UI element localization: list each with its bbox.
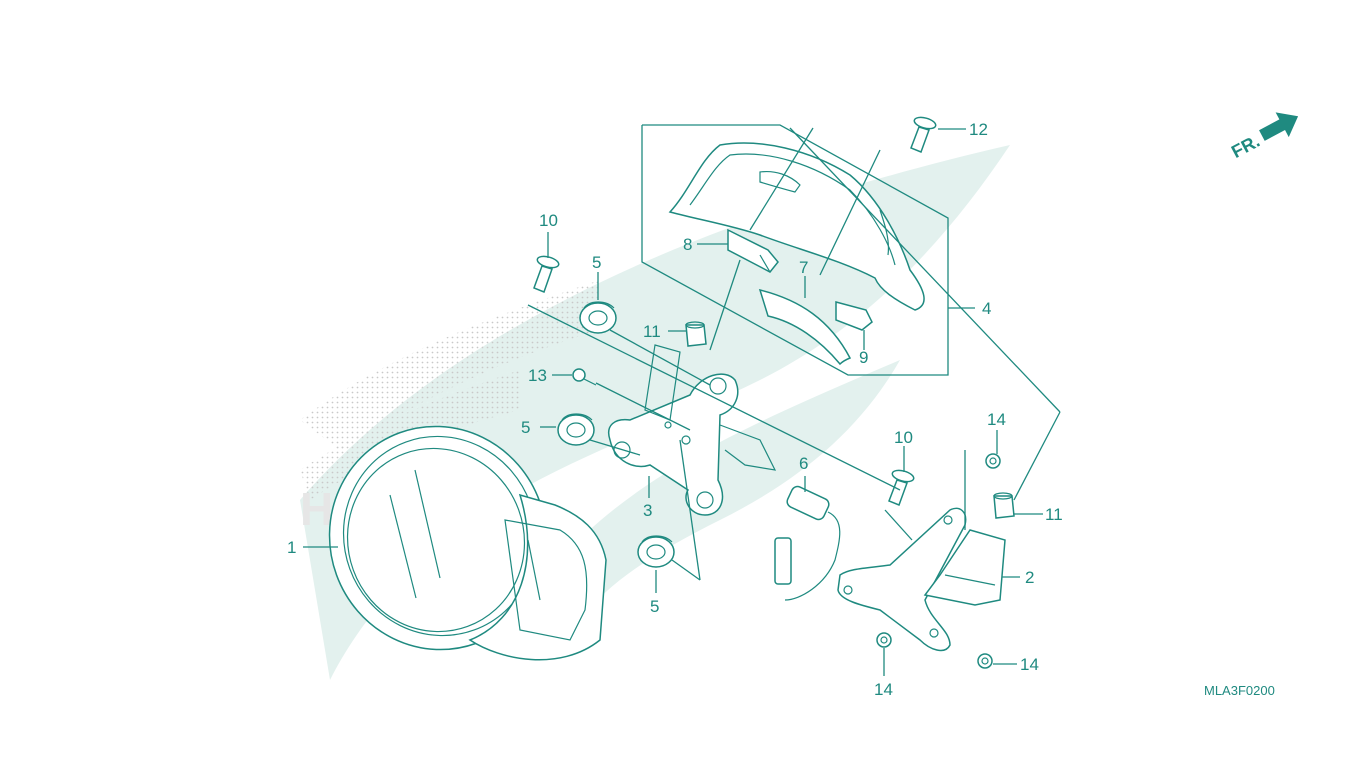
callout-10-right: 10 [894,428,913,447]
callout-13: 13 [528,366,547,385]
callout-6: 6 [799,454,808,473]
bolt-part-14-b [876,632,892,648]
grommet-part-5-mid [557,413,595,446]
seal-part-7 [758,288,852,366]
callout-14-a: 14 [987,410,1006,429]
visor-part-4 [668,142,925,311]
guide-lines [527,127,1061,581]
callout-3: 3 [643,501,652,520]
callout-5-top: 5 [592,253,601,272]
pad-part-8 [727,228,779,273]
collar-part-11-right [993,492,1015,519]
callout-5-bottom: 5 [650,597,659,616]
pad-part-9 [835,301,873,331]
front-arrow-icon [1259,112,1299,141]
bolt-part-14-a [985,453,1001,469]
grommet-part-5-bottom [637,535,675,568]
callouts: 1 2 3 4 5 5 5 6 7 8 9 10 10 11 11 12 13 … [287,120,1063,699]
bolt-part-10-left [533,255,560,293]
socket-part-6 [774,485,841,601]
bolt-part-14-c [977,653,993,669]
callout-10-left: 10 [539,211,558,230]
callout-4: 4 [982,299,991,318]
meter-assembly-part-1 [328,425,607,661]
front-direction-label: FR. [1228,131,1263,162]
callout-14-c: 14 [1020,655,1039,674]
screw-part-12 [910,116,937,153]
front-direction-indicator: FR. [1228,112,1299,162]
screw-part-13 [572,368,597,386]
callout-1: 1 [287,538,296,557]
callout-7: 7 [799,258,808,277]
grommet-part-5-top [579,301,617,334]
callout-2: 2 [1025,568,1034,587]
meter-stay-part-3 [608,344,777,516]
leader-lines [303,128,1043,676]
callout-5-mid: 5 [521,418,530,437]
callout-11-right: 11 [1045,505,1063,524]
bracket-part-2 [837,507,1006,652]
callout-8: 8 [683,235,692,254]
callout-9: 9 [859,348,868,367]
callout-11-top: 11 [643,322,661,341]
collar-part-11-top [685,321,707,347]
diagram-code: MLA3F0200 [1204,683,1275,698]
callout-12: 12 [969,120,988,139]
callout-14-b: 14 [874,680,893,699]
